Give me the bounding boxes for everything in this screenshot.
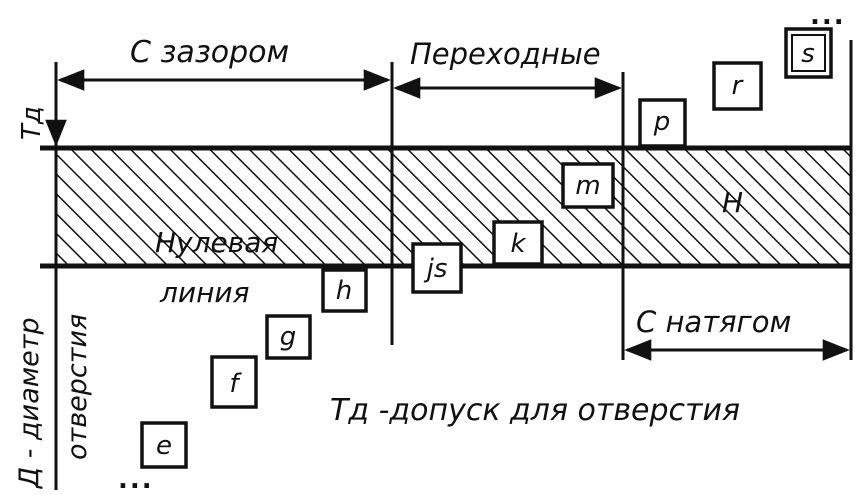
label-interference: С натягом (636, 305, 791, 339)
field-box-s: s (784, 27, 833, 79)
field-box-r: r (712, 61, 763, 111)
svg-text:g: g (280, 322, 297, 352)
label-clearance: С зазором (130, 35, 289, 70)
field-box-e: e (140, 421, 188, 469)
label-td-caption: Tд -допуск для отверстия (330, 393, 740, 428)
svg-text:p: p (653, 107, 671, 137)
field-box-k: k (492, 220, 544, 266)
field-box-g: g (265, 314, 312, 360)
ellipsis-bottom: ... (118, 465, 154, 495)
label-zero-line-2: линия (159, 276, 249, 309)
svg-text:k: k (510, 229, 526, 259)
svg-text:m: m (575, 171, 600, 201)
label-diameter-1: Д - диаметр (14, 317, 45, 489)
field-box-js: js (411, 242, 463, 294)
field-box-m: m (561, 162, 615, 209)
label-hole-field: H (722, 186, 743, 219)
label-diameter-2: отверстия (62, 314, 93, 460)
field-box-h: h (321, 268, 368, 313)
svg-text:e: e (156, 431, 172, 461)
label-transition: Переходные (410, 37, 601, 71)
svg-text:r: r (732, 71, 745, 101)
ellipsis-top: ... (810, 1, 846, 31)
field-box-p: p (638, 98, 687, 148)
svg-text:s: s (801, 39, 815, 69)
svg-text:h: h (336, 276, 352, 306)
label-zero-line-1: Нулевая (155, 226, 278, 259)
field-box-f: f (210, 355, 258, 409)
label-td-axis: Tд (17, 106, 47, 140)
svg-text:js: js (424, 254, 448, 284)
